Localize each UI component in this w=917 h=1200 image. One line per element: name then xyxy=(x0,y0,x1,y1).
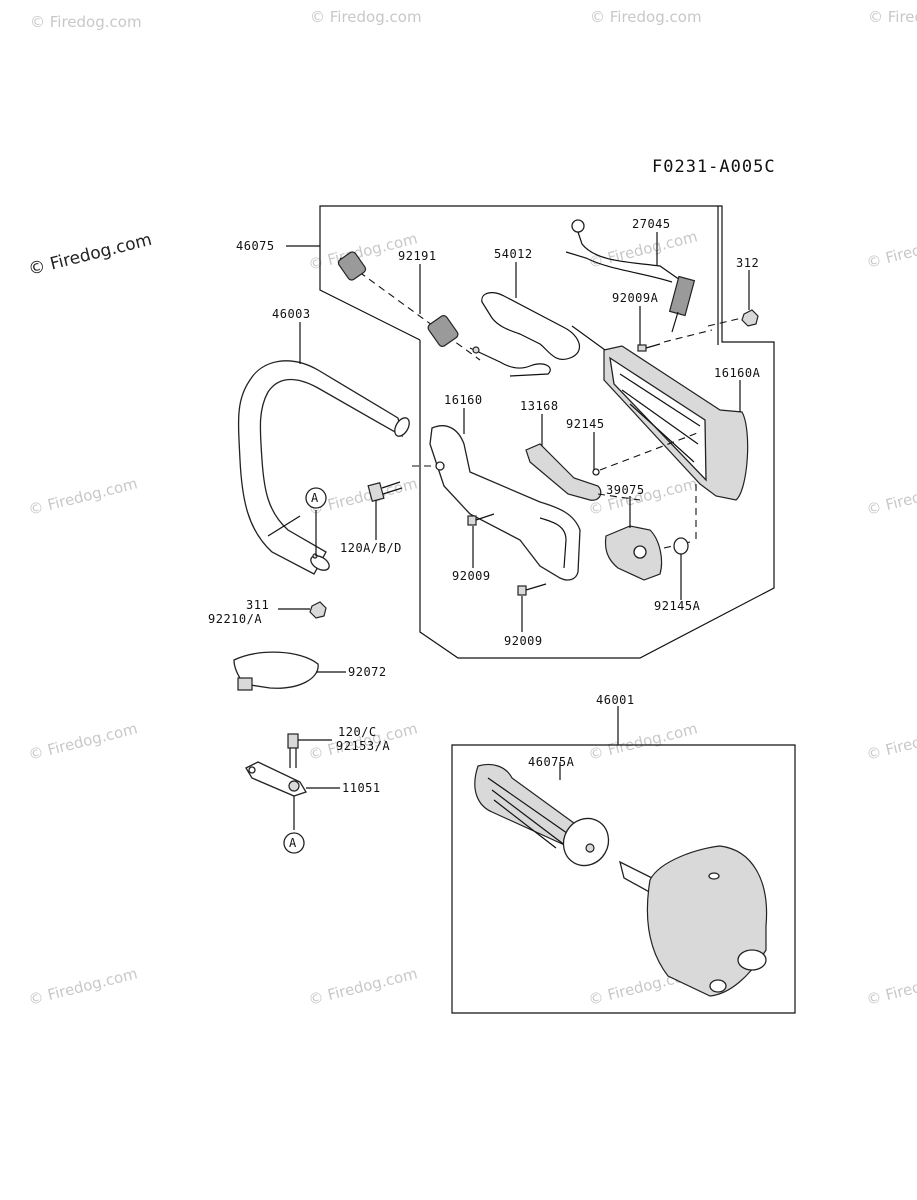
label-92009: 92009 xyxy=(504,634,543,648)
bolt-120C xyxy=(287,733,299,768)
watermark: © Firedog.com xyxy=(865,719,917,763)
marker-a-top: A xyxy=(305,487,327,509)
watermark: © Firedog.com xyxy=(30,13,142,31)
spring-92145 xyxy=(592,431,701,476)
screw-92009A xyxy=(637,329,713,352)
label-46001: 46001 xyxy=(596,693,635,707)
marker-a-label: A xyxy=(289,836,297,850)
watermark: © Firedog.com xyxy=(26,230,154,280)
label-92009A: 92009A xyxy=(612,291,659,305)
bolt-120ABD xyxy=(367,481,403,503)
label-11051: 11051 xyxy=(342,781,381,795)
label-312: 312 xyxy=(736,256,759,270)
label-311: 311 xyxy=(246,598,269,612)
screw-92009 xyxy=(467,513,495,526)
screw-92009 xyxy=(517,583,547,596)
label-92145A: 92145A xyxy=(654,599,701,613)
watermark: © Firedog.com xyxy=(590,8,702,26)
watermark: © Firedog.com xyxy=(307,964,420,1008)
label-92145: 92145 xyxy=(566,417,605,431)
handle-46001 xyxy=(619,845,768,997)
label-92072: 92072 xyxy=(348,665,387,679)
lever-13168 xyxy=(525,443,641,501)
nut-312 xyxy=(707,309,759,327)
watermark: © Firedog.com xyxy=(27,719,140,763)
grip-plate-16160 xyxy=(412,425,581,581)
watermark: © Firedog.com xyxy=(27,964,140,1008)
housing-16160A xyxy=(603,345,749,501)
label-46003: 46003 xyxy=(272,307,311,321)
label-46075A: 46075A xyxy=(528,755,575,769)
marker-a-bottom: A xyxy=(283,832,305,854)
marker-a-label: A xyxy=(311,491,319,505)
watermark: © Firedog.com xyxy=(865,227,917,271)
label-120ABD: 120A/B/D xyxy=(340,541,402,555)
loop-handle-46003 xyxy=(237,360,410,575)
watermark: © Firedog.com xyxy=(587,719,700,763)
label-16160A: 16160A xyxy=(714,366,761,380)
band-92072 xyxy=(233,651,319,691)
label-120C: 120/C xyxy=(338,725,377,739)
label-92009: 92009 xyxy=(452,569,491,583)
nut-311 xyxy=(309,601,327,619)
watermark: © Firedog.com xyxy=(865,964,917,1008)
label-92153A: 92153/A xyxy=(336,739,390,753)
diagram-code: F0231-A005C xyxy=(652,157,776,177)
watermark: © Firedog.com xyxy=(310,8,422,26)
label-54012: 54012 xyxy=(494,247,533,261)
ring-92145A xyxy=(673,484,697,555)
watermark: © Firedog.com xyxy=(865,474,917,518)
label-92191: 92191 xyxy=(398,249,437,263)
cable-54012 xyxy=(469,292,606,377)
label-39075: 39075 xyxy=(606,483,645,497)
bracket-11051 xyxy=(245,761,307,797)
wire-harness-27045 xyxy=(565,219,696,333)
trigger-39075 xyxy=(604,525,691,581)
part-labels: 46075 92191 54012 27045 312 92009A 46003… xyxy=(208,217,761,795)
watermark: © Firedog.com xyxy=(868,8,917,26)
watermark: © Firedog.com xyxy=(27,474,140,518)
rod-92191 xyxy=(337,251,481,361)
assembly-outline-46075 xyxy=(319,205,775,659)
grip-46075A xyxy=(474,763,610,867)
assembly-outline-46001 xyxy=(451,744,796,1014)
label-16160: 16160 xyxy=(444,393,483,407)
leader-lines xyxy=(278,232,750,830)
label-13168: 13168 xyxy=(520,399,559,413)
label-27045: 27045 xyxy=(632,217,671,231)
label-92210A: 92210/A xyxy=(208,612,262,626)
label-46075: 46075 xyxy=(236,239,275,253)
